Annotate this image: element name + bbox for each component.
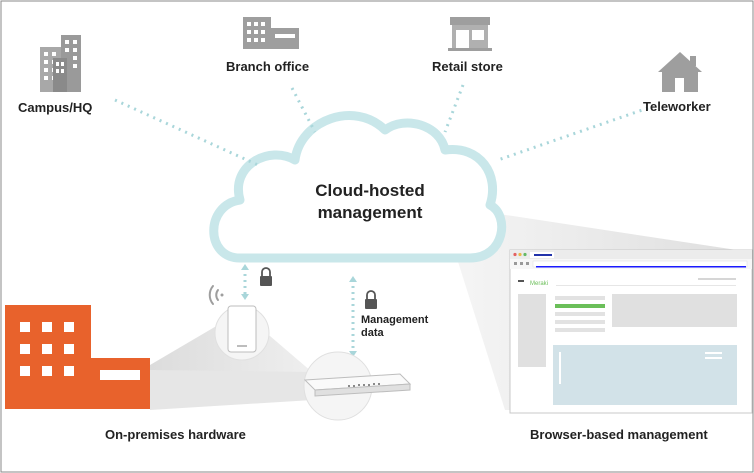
campus-building-icon <box>40 35 81 92</box>
on-premises-hardware-label: On-premises hardware <box>105 427 246 442</box>
signal-line-campus <box>114 98 259 167</box>
cisco-logo-icon <box>518 280 524 282</box>
forward-icon <box>520 262 523 265</box>
window-minimize-icon <box>518 252 522 257</box>
chart-panel-accent <box>559 352 561 384</box>
browser-based-management-label: Browser-based management <box>530 427 708 442</box>
browser-window: Meraki <box>509 249 753 414</box>
dashboard-summary-panel <box>612 294 737 327</box>
browser-tab-bar <box>510 250 752 259</box>
dashboard-list-row <box>555 312 605 316</box>
window-close-icon <box>513 252 517 257</box>
on-premises-building-icon <box>5 305 150 409</box>
cloud-title-line-2: management <box>317 203 423 222</box>
signal-line-branch <box>290 87 317 133</box>
location-label-teleworker: Teleworker <box>643 99 711 114</box>
signal-line-teleworker <box>497 106 649 162</box>
location-label-branch: Branch office <box>226 59 310 74</box>
cloud-title: Cloud-hosted management <box>285 180 455 224</box>
window-maximize-icon <box>523 252 527 257</box>
lock-icon <box>260 267 272 286</box>
header-divider <box>556 285 736 286</box>
back-icon <box>514 262 517 265</box>
security-appliance-icon <box>303 351 412 421</box>
wifi-signal-icon <box>208 285 224 305</box>
location-label-retail: Retail store <box>432 59 503 74</box>
header-bar <box>698 278 736 280</box>
signal-lines <box>114 84 649 167</box>
chart-panel-line <box>705 352 722 354</box>
signal-line-retail <box>443 84 465 133</box>
management-data-connector-left <box>241 264 249 300</box>
address-bar-text <box>536 266 746 268</box>
cloud-title-line-1: Cloud-hosted <box>315 181 425 200</box>
reload-icon <box>526 262 529 265</box>
meraki-brand-text: Meraki <box>530 281 548 287</box>
dashboard-sidebar <box>518 294 546 367</box>
dashboard-list-row <box>555 296 605 300</box>
management-data-line-2: data <box>361 327 384 339</box>
hardware-beam-lower <box>150 370 345 410</box>
lock-icon <box>365 290 377 309</box>
dashboard-list-row-active <box>555 304 605 308</box>
dashboard-list-row <box>555 328 605 332</box>
teleworker-house-icon <box>658 52 702 92</box>
management-data-label: Management data <box>361 314 428 340</box>
branch-office-icon <box>243 17 299 49</box>
wireless-access-point-icon <box>214 305 270 361</box>
dashboard-chart-panel <box>553 345 737 405</box>
management-data-line-1: Management <box>361 314 429 326</box>
chart-panel-line <box>705 357 722 359</box>
location-label-campus: Campus/HQ <box>18 100 93 115</box>
cloud-shape <box>209 111 507 263</box>
dashboard-list-row <box>555 320 605 324</box>
retail-store-icon <box>448 17 492 51</box>
management-data-connector-right <box>349 276 357 357</box>
browser-tab-title <box>534 254 552 256</box>
